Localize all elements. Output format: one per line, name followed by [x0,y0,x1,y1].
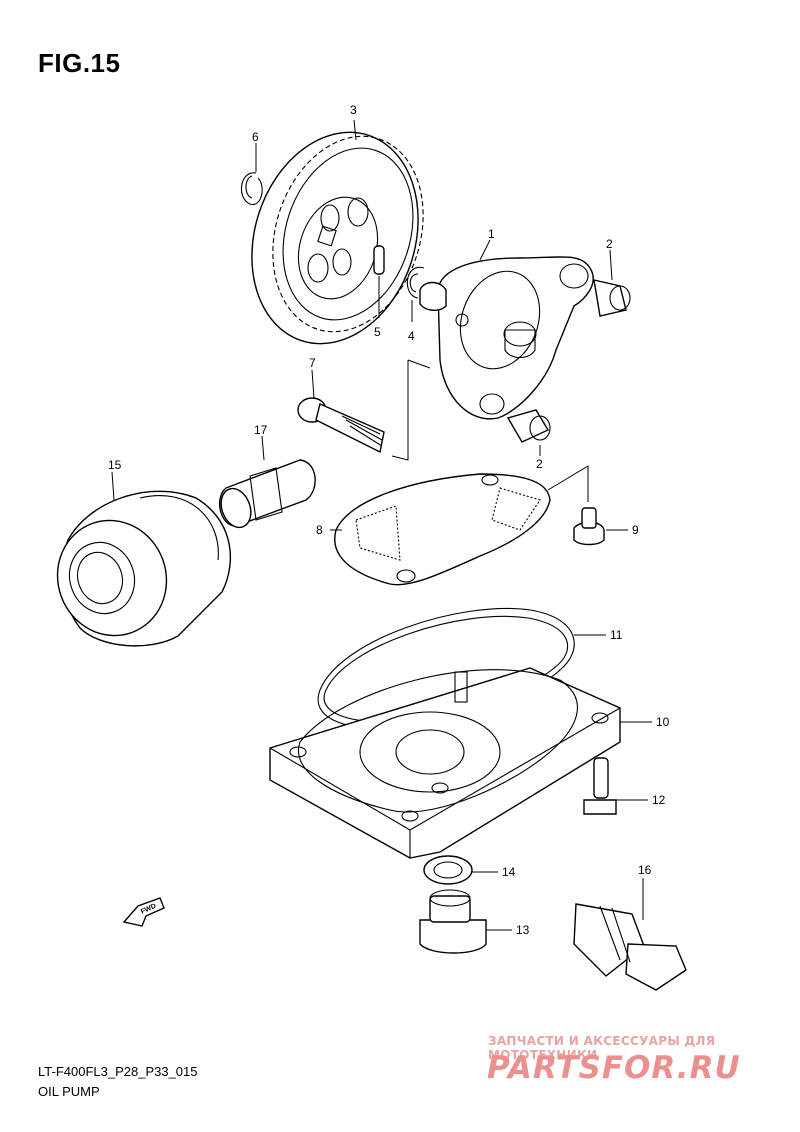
watermark-logo: PARTSFOR.RU [487,1050,741,1086]
drain-plug-washer [423,855,473,885]
drain-plug [419,889,487,954]
callout-9: 9 [632,523,639,537]
callout-7: 7 [309,356,316,370]
callout-15: 15 [108,458,122,472]
leader-lines [111,119,652,931]
oil-temperature-sensor [573,903,687,991]
oil-pan [269,667,621,859]
callout-10: 10 [656,715,670,729]
section-name: OIL PUMP [38,1084,100,1099]
washer-clip [406,266,425,322]
strainer-bolt [573,507,605,546]
callout-5: 5 [374,325,381,339]
oil-pump-assembly [419,256,594,420]
callout-13: 13 [516,923,530,937]
pin [373,245,385,318]
oil-filter-nipple [218,459,316,529]
drawing-code: LT-F400FL3_P28_P33_015 [38,1064,198,1079]
callout-4: 4 [408,329,415,343]
callout-14: 14 [502,865,516,879]
fwd-arrow-icon: FWD [122,897,165,927]
oil-pump-driven-gear [251,131,424,345]
oil-strainer [334,473,551,586]
callout-2-upper: 2 [606,237,613,251]
callout-1: 1 [488,227,495,241]
figure-title: FIG.15 [38,48,121,78]
callout-8: 8 [316,523,323,537]
watermark-tagline: ЗАПЧАСТИ И АКСЕССУАРЫ ДЛЯ МОТОТЕХНИКИ [488,1034,716,1062]
callout-labels: 3 6 1 2 5 4 7 17 2 15 8 9 11 10 12 16 14… [108,103,670,937]
callout-11: 11 [610,628,623,642]
callout-12: 12 [652,793,666,807]
callout-6: 6 [252,130,259,144]
dowel-pin-upper [593,279,631,317]
dowel-pin-lower [506,409,551,443]
callout-2-lower: 2 [536,457,543,471]
callout-17: 17 [254,423,268,437]
oil-pan-bolt [583,757,617,815]
pump-bolt [297,397,385,454]
circlip [240,172,263,205]
callout-16: 16 [638,863,652,877]
callout-3: 3 [350,103,357,117]
oil-filter [56,490,232,647]
